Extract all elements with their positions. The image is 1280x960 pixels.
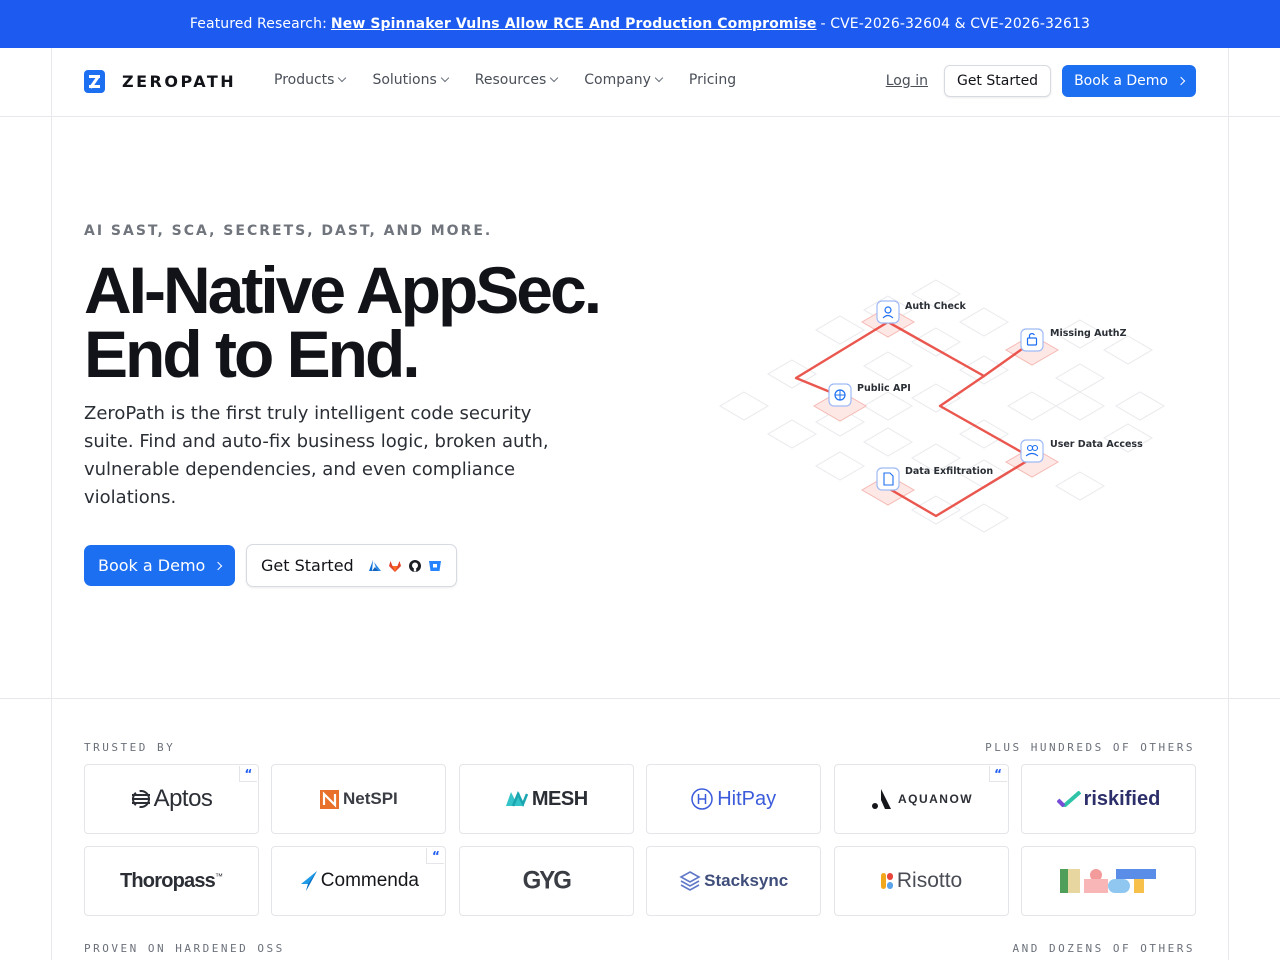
logo-text: riskified (1083, 787, 1161, 810)
node-label: Auth Check (905, 301, 967, 312)
menu-company[interactable]: Company (584, 72, 664, 88)
zeropath-logo-icon (84, 70, 105, 93)
hero-book-demo-button[interactable]: Book a Demo (84, 545, 236, 586)
banner-suffix: - CVE-2026-32604 & CVE-2026-32613 (820, 16, 1091, 32)
logo-text: Thoropass (119, 869, 216, 892)
hero-eyebrow: AI SAST, SCA, SECRETS, DAST, AND MORE. (84, 223, 493, 239)
logo-text: Commenda (320, 870, 419, 891)
get-started-button[interactable]: Get Started (943, 65, 1052, 97)
banner-research-link[interactable]: New Spinnaker Vulns Allow RCE And Produc… (330, 16, 817, 32)
node-data-exfiltration: Data Exfiltration (876, 466, 993, 491)
logo-card-risotto[interactable]: Risotto (833, 846, 1009, 916)
azure-icon (368, 559, 381, 571)
plus-hundreds-label: PLUS HUNDREDS OF OTHERS (985, 741, 1195, 754)
customer-logo-grid: Aptos “ NetSPI MESH HitPay AQUANOW “ ris… (84, 764, 1196, 916)
headline-line-2: End to End. (84, 317, 421, 391)
attack-path-diagram: Auth Check Missing AuthZ Public API User… (719, 279, 1165, 533)
logo-text: Aptos (153, 785, 213, 812)
trusted-by-label: TRUSTED BY (84, 741, 176, 754)
node-auth-check: Auth Check (876, 300, 967, 324)
logo-card-gyg[interactable]: GYG (458, 846, 634, 916)
logo-card-stacksync[interactable]: Stacksync (646, 846, 822, 916)
chevron-right-icon (1176, 76, 1186, 86)
riskified-logo-icon (1056, 791, 1081, 807)
quote-icon[interactable]: “ (426, 848, 445, 864)
node-label: User Data Access (1050, 439, 1143, 450)
logo-text: MESH (531, 787, 588, 810)
node-label: Data Exfiltration (905, 466, 993, 477)
node-label: Public API (857, 383, 911, 394)
headline-line-1: AI-Native AppSec. (84, 253, 602, 327)
menu-solutions[interactable]: Solutions (372, 72, 450, 88)
logo-card-netspi[interactable]: NetSPI (271, 764, 447, 834)
announcement-banner: Featured Research: New Spinnaker Vulns A… (0, 0, 1280, 48)
frame-right-border (1228, 48, 1229, 960)
top-nav: ZEROPATH Products Solutions Resources Co… (52, 48, 1228, 116)
commenda-logo-icon (300, 871, 317, 891)
login-link[interactable]: Log in (885, 73, 928, 89)
book-demo-button[interactable]: Book a Demo (1062, 65, 1196, 97)
gitlab-icon (388, 560, 401, 572)
logo-card-thoropass[interactable]: Thoropass ™ (84, 846, 259, 916)
github-icon (408, 559, 421, 572)
logo-card-commenda[interactable]: Commenda “ (271, 846, 447, 916)
quote-icon[interactable]: “ (239, 766, 257, 782)
logo-text: Risotto (896, 869, 963, 892)
proven-oss-label: PROVEN ON HARDENED OSS (84, 942, 285, 955)
nav-actions: Log in Get Started Book a Demo (886, 65, 1196, 97)
bitbucket-icon (428, 560, 441, 571)
menu-products[interactable]: Products (274, 72, 347, 88)
banner-prefix: Featured Research: (189, 16, 327, 32)
logo-text: AQUANOW (897, 792, 974, 806)
hero-subtitle: ZeroPath is the first truly intelligent … (84, 403, 549, 508)
chevron-down-icon (550, 73, 559, 83)
chevron-right-icon (214, 561, 223, 570)
aquanow-logo-icon (871, 789, 891, 809)
menu-pricing[interactable]: Pricing (688, 72, 737, 88)
netspi-logo-icon (319, 789, 339, 809)
logo-text: GYG (522, 866, 572, 895)
trademark-symbol: ™ (215, 871, 224, 881)
hero-get-started-button[interactable]: Get Started (246, 544, 457, 587)
diagram-nodes: Auth Check Missing AuthZ Public API User… (828, 300, 1143, 491)
logo-card-dust[interactable] (1020, 846, 1196, 916)
hero-headline: AI-Native AppSec. End to End. (84, 253, 602, 391)
menu-resources[interactable]: Resources (475, 72, 559, 88)
risotto-logo-icon (880, 873, 893, 889)
brand-logo[interactable]: ZEROPATH (84, 70, 236, 93)
logo-card-hitpay[interactable]: HitPay (646, 764, 822, 834)
nav-divider (0, 116, 1280, 117)
stacksync-logo-icon (679, 871, 701, 891)
hitpay-logo-icon (691, 788, 713, 810)
logo-text: HitPay (717, 787, 777, 810)
node-missing-authz: Missing AuthZ (1020, 328, 1127, 352)
frame-left-border (51, 48, 52, 960)
dust-logo-icon (1060, 869, 1157, 893)
chevron-down-icon (654, 73, 664, 83)
dozens-others-label: AND DOZENS OF OTHERS (1012, 942, 1195, 955)
logo-card-mesh[interactable]: MESH (458, 764, 634, 834)
chevron-down-icon (338, 73, 347, 83)
node-user-data-access: User Data Access (1020, 439, 1143, 463)
mesh-logo-icon (505, 790, 529, 808)
aptos-logo-icon (131, 790, 150, 808)
hero-divider (0, 698, 1280, 699)
quote-icon[interactable]: “ (988, 766, 1007, 782)
logo-text: Stacksync (704, 871, 789, 890)
main-menu: Products Solutions Resources Company Pri… (274, 72, 763, 88)
logo-text: NetSPI (342, 789, 398, 808)
node-public-api: Public API (828, 383, 911, 407)
chevron-down-icon (440, 73, 450, 83)
logo-card-aptos[interactable]: Aptos “ (84, 764, 259, 834)
logo-card-riskified[interactable]: riskified (1020, 764, 1196, 834)
logo-card-aquanow[interactable]: AQUANOW “ (833, 764, 1009, 834)
node-label: Missing AuthZ (1050, 328, 1127, 339)
brand-name: ZEROPATH (122, 72, 237, 91)
